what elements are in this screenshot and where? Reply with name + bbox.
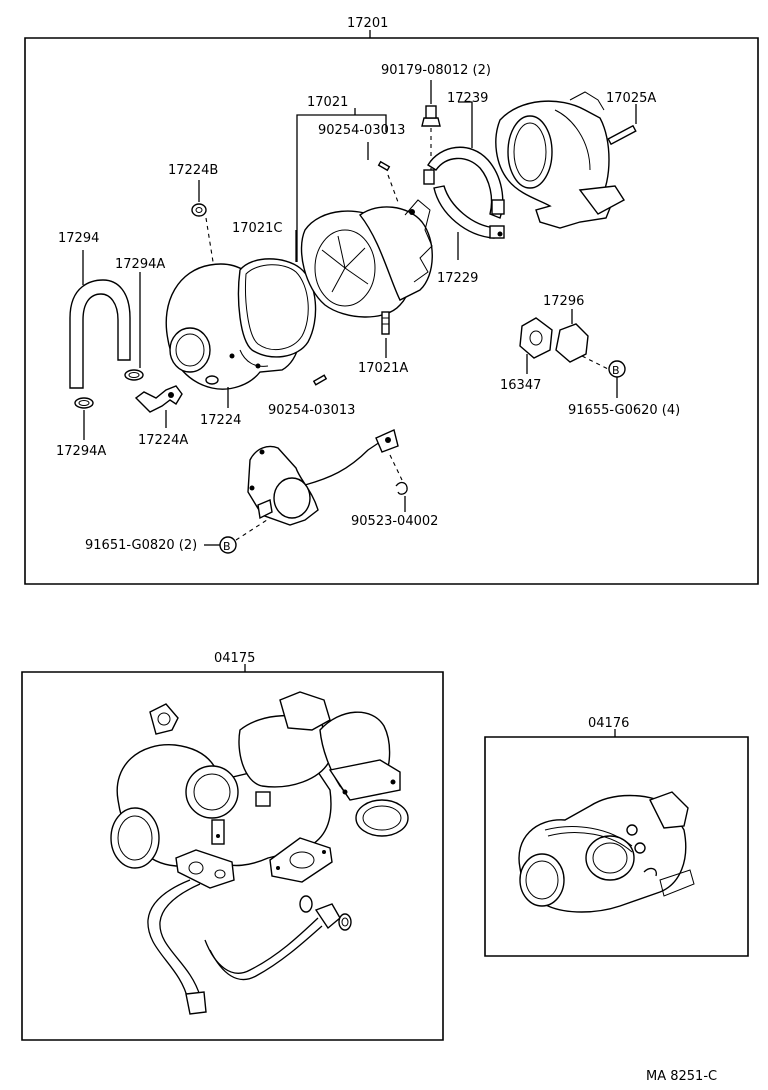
label-17021a: 17021A [358,361,408,376]
label-17201: 17201 [347,16,388,31]
wastegate-actuator [247,429,399,526]
label-17025a: 17025A [606,91,656,106]
label-16347: 16347 [500,378,541,393]
hose-17294: 17294 [58,231,131,389]
bolt-91651: 91651-G0820 (2) B [85,517,271,554]
stud-17025a: 17025A [606,91,656,146]
label-17294a-upper: 17294A [115,257,165,272]
label-17224a: 17224A [138,433,188,448]
label-17224: 17224 [200,413,241,428]
assembly-04176-group: 04176 [484,716,749,957]
label-90254-bottom: 90254-03013 [268,403,355,418]
gasket-16347: 16347 [500,317,553,393]
clamp-17229: 17229 [433,185,505,286]
backplate-17021c: 17021C [232,221,317,358]
label-90523: 90523-04002 [351,514,438,529]
pin-bottom: 90254-03013 [268,374,355,418]
label-17294a-lower: 17294A [56,444,106,459]
label-17239: 17239 [447,91,488,106]
stud-17021a: 17021A [358,311,408,376]
bolt-91655: B 91655-G0620 (4) [568,355,680,418]
label-04176: 04176 [588,716,629,731]
marker-b-cover: B [612,364,620,377]
assembly-04175-group: 04175 [21,651,444,1041]
clamp-17239: 17239 [423,91,505,219]
hose-clip-lower: 17294A [56,397,106,459]
cover-17296: 17296 [543,294,589,363]
turbine-outlet-housing [495,91,625,229]
union-17224a: 17224A [134,385,188,448]
hose-clip-upper: 17294A [115,257,165,381]
clip-90523: 90523-04002 [351,454,438,529]
cartridge-17021: 17021 [296,95,433,318]
label-17021c: 17021C [232,221,282,236]
label-17021: 17021 [307,95,348,110]
label-91655: 91655-G0620 (4) [568,403,680,418]
label-17224b: 17224B [168,163,218,178]
label-17229: 17229 [437,271,478,286]
label-90254-top: 90254-03013 [318,123,405,138]
pin-top: 90254-03013 [318,123,405,203]
marker-b-actuator: B [223,540,231,553]
figure-code: MA 8251-C [646,1069,717,1084]
assembly-17201-group: 17201 [24,16,759,585]
label-90179: 90179-08012 (2) [381,63,491,78]
bolt-90179: 90179-08012 (2) [381,63,491,172]
label-17296: 17296 [543,294,584,309]
label-17294: 17294 [58,231,99,246]
label-91651: 91651-G0820 (2) [85,538,197,553]
label-04175: 04175 [214,651,255,666]
